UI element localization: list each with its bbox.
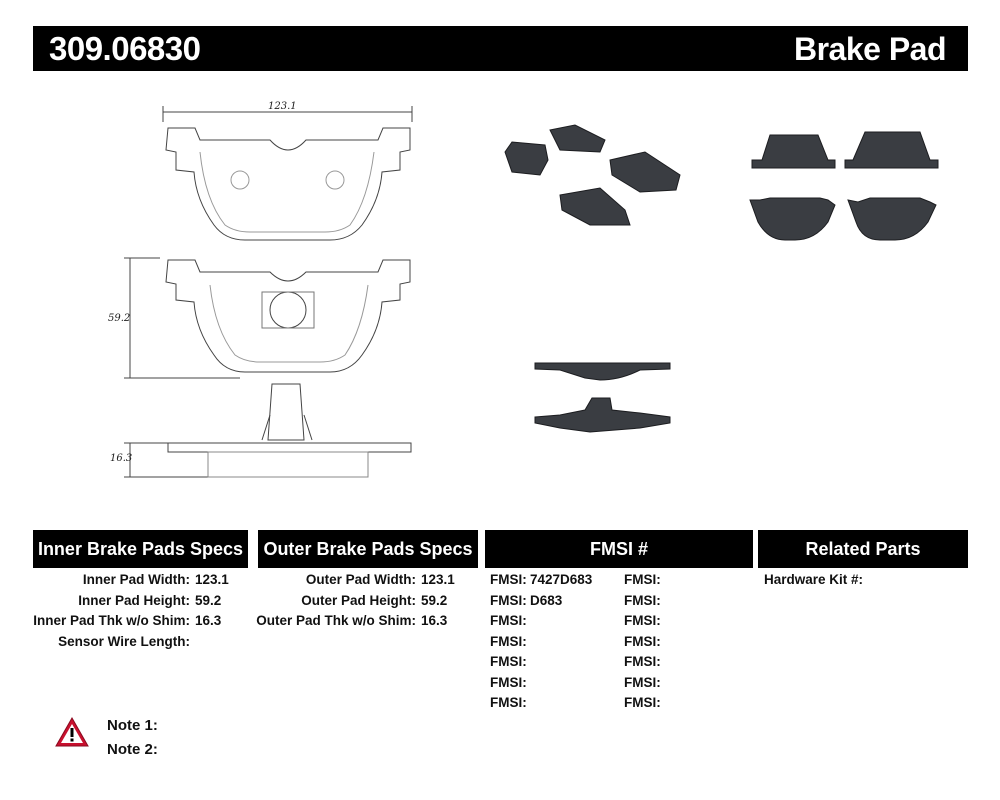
inner-pad-thickness-label: Inner Pad Thk w/o Shim: — [33, 613, 190, 628]
outer-pad-width-label: Outer Pad Width: — [305, 572, 416, 587]
fmsi-header: FMSI # — [485, 530, 753, 568]
width-dimension-label: 123.1 — [268, 101, 297, 112]
outer-pad-width-value: 123.1 — [421, 572, 455, 587]
related-parts-header: Related Parts — [758, 530, 968, 568]
inner-pad-height-value: 59.2 — [195, 593, 222, 608]
warning-icon — [55, 716, 89, 747]
fmsi-label: FMSI: — [490, 675, 527, 690]
hardware-kit-label: Hardware Kit #: — [764, 572, 864, 587]
inner-pad-width-value: 123.1 — [195, 572, 229, 587]
fmsi-label: FMSI: — [624, 695, 661, 710]
fmsi-label: FMSI: — [490, 593, 527, 608]
fmsi-label: FMSI: — [624, 675, 661, 690]
note-2-label: Note 2: — [107, 741, 158, 758]
inner-pad-width-label: Inner Pad Width: — [82, 572, 190, 587]
outer-pad-height-label: Outer Pad Height: — [301, 593, 416, 608]
outer-pad-height-value: 59.2 — [421, 593, 448, 608]
thickness-dimension-label: 16.3 — [110, 453, 133, 464]
fmsi-label: FMSI: — [490, 634, 527, 649]
inner-pad-height-label: Inner Pad Height: — [78, 593, 190, 608]
fmsi-label: FMSI: — [490, 613, 527, 628]
inner-pad-thickness-value: 16.3 — [195, 613, 222, 628]
height-dimension-label: 59.2 — [108, 313, 131, 324]
fmsi-label: FMSI: — [624, 634, 661, 649]
fmsi-label: FMSI: — [624, 593, 661, 608]
product-type: Brake Pad — [793, 31, 947, 67]
inner-specs-header: Inner Brake Pads Specs — [33, 530, 248, 568]
outer-pad-thickness-label: Outer Pad Thk w/o Shim: — [256, 613, 416, 628]
sensor-wire-length-label: Sensor Wire Length: — [58, 634, 190, 649]
fmsi-label: FMSI: — [490, 654, 527, 669]
fmsi-label: FMSI: — [624, 572, 661, 587]
fmsi-value: 7427D683 — [530, 572, 593, 587]
fmsi-label: FMSI: — [624, 613, 661, 628]
outer-pad-thickness-value: 16.3 — [421, 613, 448, 628]
note-1-label: Note 1: — [107, 717, 158, 734]
fmsi-value: D683 — [530, 593, 563, 608]
fmsi-label: FMSI: — [624, 654, 661, 669]
header-bar: 309.06830 Brake Pad — [33, 26, 968, 71]
fmsi-label: FMSI: — [490, 695, 527, 710]
outer-specs-header: Outer Brake Pads Specs — [258, 530, 478, 568]
part-number: 309.06830 — [49, 30, 201, 67]
fmsi-label: FMSI: — [490, 572, 527, 587]
